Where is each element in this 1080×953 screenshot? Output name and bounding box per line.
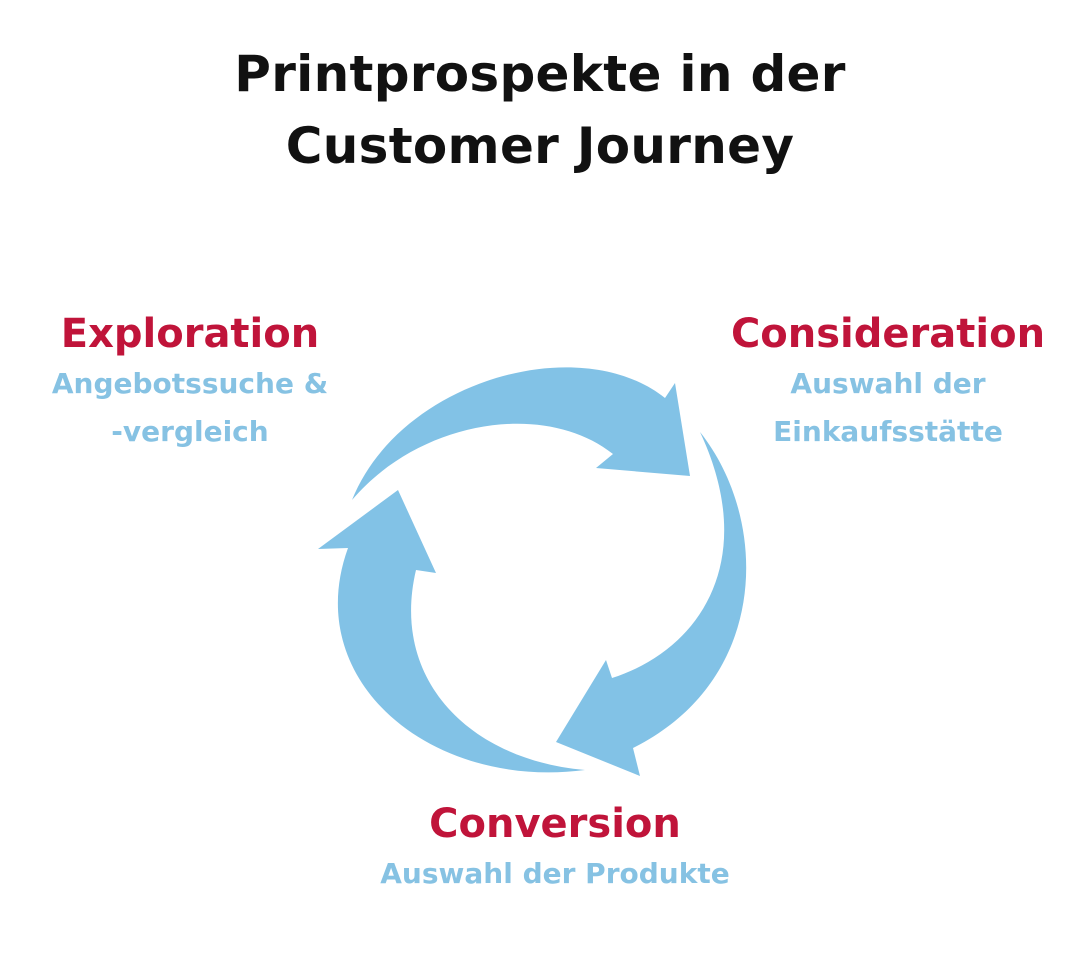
- stage-exploration: Exploration Angebotssuche & -vergleich: [20, 308, 360, 456]
- cycle-arrow-icon: [318, 490, 585, 773]
- cycle-arrow-icon: [556, 432, 747, 776]
- cycle-arrow-icon: [352, 367, 690, 500]
- stage-desc-consideration-1: Auswahl der: [790, 367, 986, 400]
- stage-desc-exploration-1: Angebotssuche &: [51, 367, 329, 400]
- title-line-1: Printprospekte in der: [234, 45, 846, 103]
- stage-consideration: Consideration Auswahl der Einkaufsstätte: [718, 308, 1058, 456]
- stage-desc-conversion-1: Auswahl der Produkte: [380, 857, 730, 890]
- stage-name-consideration: Consideration: [730, 311, 1046, 357]
- stage-name-conversion: Conversion: [429, 801, 681, 847]
- stage-conversion: Conversion Auswahl der Produkte: [330, 798, 780, 898]
- stage-desc-consideration-2: Einkaufsstätte: [773, 415, 1003, 448]
- title-line-2: Customer Journey: [285, 117, 795, 175]
- stage-desc-exploration-2: -vergleich: [111, 415, 269, 448]
- stage-name-exploration: Exploration: [60, 311, 320, 357]
- page-title: Printprospekte in der Customer Journey: [0, 38, 1080, 182]
